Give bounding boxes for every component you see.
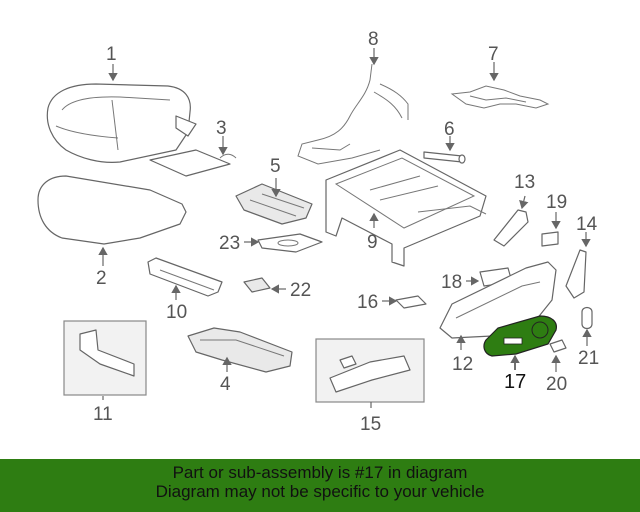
part-3-heater-mat[interactable]: [149, 149, 237, 177]
part-14-trim[interactable]: [565, 249, 587, 299]
callout-5: 5: [270, 156, 281, 177]
callout-1: 1: [106, 44, 117, 65]
callout-15: 15: [360, 414, 381, 435]
part-21-cap[interactable]: [581, 306, 593, 330]
part-13-handle[interactable]: [493, 209, 529, 247]
part-5-sensor-pad[interactable]: [235, 183, 313, 225]
callout-14: 14: [576, 214, 598, 235]
part-2-cushion-pad[interactable]: [37, 175, 187, 245]
callout-16: 16: [357, 292, 378, 313]
callout-4: 4: [220, 374, 231, 395]
part-17-switch-bezel-highlighted[interactable]: [483, 315, 557, 357]
callout-7: 7: [488, 44, 499, 65]
banner-line-2: Diagram may not be specific to your vehi…: [155, 482, 485, 501]
part-9-seat-frame[interactable]: [325, 149, 487, 267]
part-22-clip[interactable]: [243, 277, 271, 293]
part-12-side-shield[interactable]: [439, 261, 557, 339]
banner-line-1: Part or sub-assembly is #17 in diagram: [172, 463, 468, 482]
callout-20: 20: [546, 374, 567, 395]
part-20-button[interactable]: [549, 339, 567, 353]
part-23-bracket[interactable]: [257, 233, 323, 253]
callout-3: 3: [216, 118, 227, 139]
part-16-pad[interactable]: [395, 295, 427, 309]
part-7-wiring-harness[interactable]: [450, 85, 550, 109]
callout-9: 9: [367, 232, 378, 253]
part-15-box[interactable]: [315, 338, 425, 403]
part-19-clip[interactable]: [541, 231, 559, 247]
callout-2: 2: [96, 268, 107, 289]
callout-23: 23: [219, 233, 240, 254]
callout-18: 18: [441, 272, 462, 293]
callout-11: 11: [93, 404, 113, 425]
callout-22: 22: [290, 280, 311, 301]
part-11-box[interactable]: [63, 320, 147, 396]
callout-6: 6: [444, 119, 455, 140]
part-8-wiring-harness[interactable]: [297, 63, 409, 165]
callout-13: 13: [514, 172, 535, 193]
part-6-rod[interactable]: [423, 151, 466, 164]
callout-21: 21: [578, 348, 599, 369]
part-4-cover[interactable]: [187, 327, 293, 373]
callout-17: 17: [504, 371, 526, 393]
info-banner: Part or sub-assembly is #17 in diagram D…: [0, 459, 640, 512]
callout-12: 12: [452, 354, 473, 375]
part-10-track-trim[interactable]: [147, 257, 223, 297]
callout-10: 10: [166, 302, 187, 323]
callout-8: 8: [368, 29, 379, 50]
parts-diagram: 1 2 3 5 23 8 7: [37, 29, 599, 435]
part-1-cushion-cover[interactable]: [46, 83, 197, 163]
callout-19: 19: [546, 192, 567, 213]
